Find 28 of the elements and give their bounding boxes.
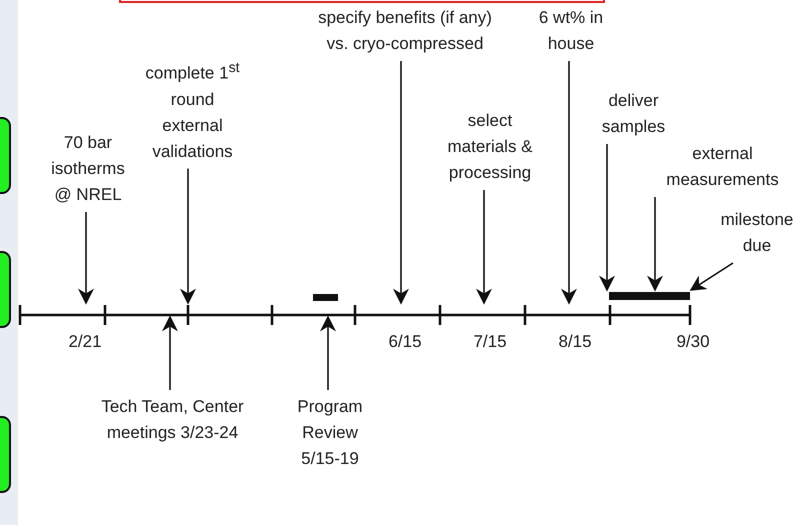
period-bar xyxy=(609,292,690,300)
event-text: milestone due xyxy=(720,209,794,257)
timeline-axis xyxy=(18,305,692,325)
arrow xyxy=(78,212,94,305)
event-text: complete 1$^{st}$ round external validations xyxy=(145,59,240,163)
arrow xyxy=(690,262,734,291)
date-label: 7/15 xyxy=(473,332,507,352)
arrow xyxy=(180,168,196,305)
arrow xyxy=(599,144,615,292)
event-text: Tech Team, Center meetings 3/23-24 xyxy=(100,396,245,444)
arrow xyxy=(561,61,577,305)
event-text: Program Review 5/15-19 xyxy=(296,396,364,470)
date-label: 2/21 xyxy=(68,332,102,352)
event-text: deliver samples xyxy=(600,90,666,138)
arrow xyxy=(647,197,663,292)
date-label: 8/15 xyxy=(558,332,592,352)
event-text: external measurements xyxy=(665,143,780,191)
event-text: 70 bar isotherms @ NREL xyxy=(50,132,126,206)
date-label: 9/30 xyxy=(676,332,710,352)
event-text: select materials & processing xyxy=(446,110,534,184)
arrow xyxy=(162,315,178,390)
date-label: 6/15 xyxy=(388,332,422,352)
arrow xyxy=(476,190,492,305)
event-text: specify benefits (if any) vs. cryo-compressed xyxy=(317,7,493,55)
event-text: 6 wt% in house xyxy=(538,7,604,55)
arrow xyxy=(393,61,409,305)
arrow xyxy=(320,315,336,390)
period-bar xyxy=(313,294,338,301)
